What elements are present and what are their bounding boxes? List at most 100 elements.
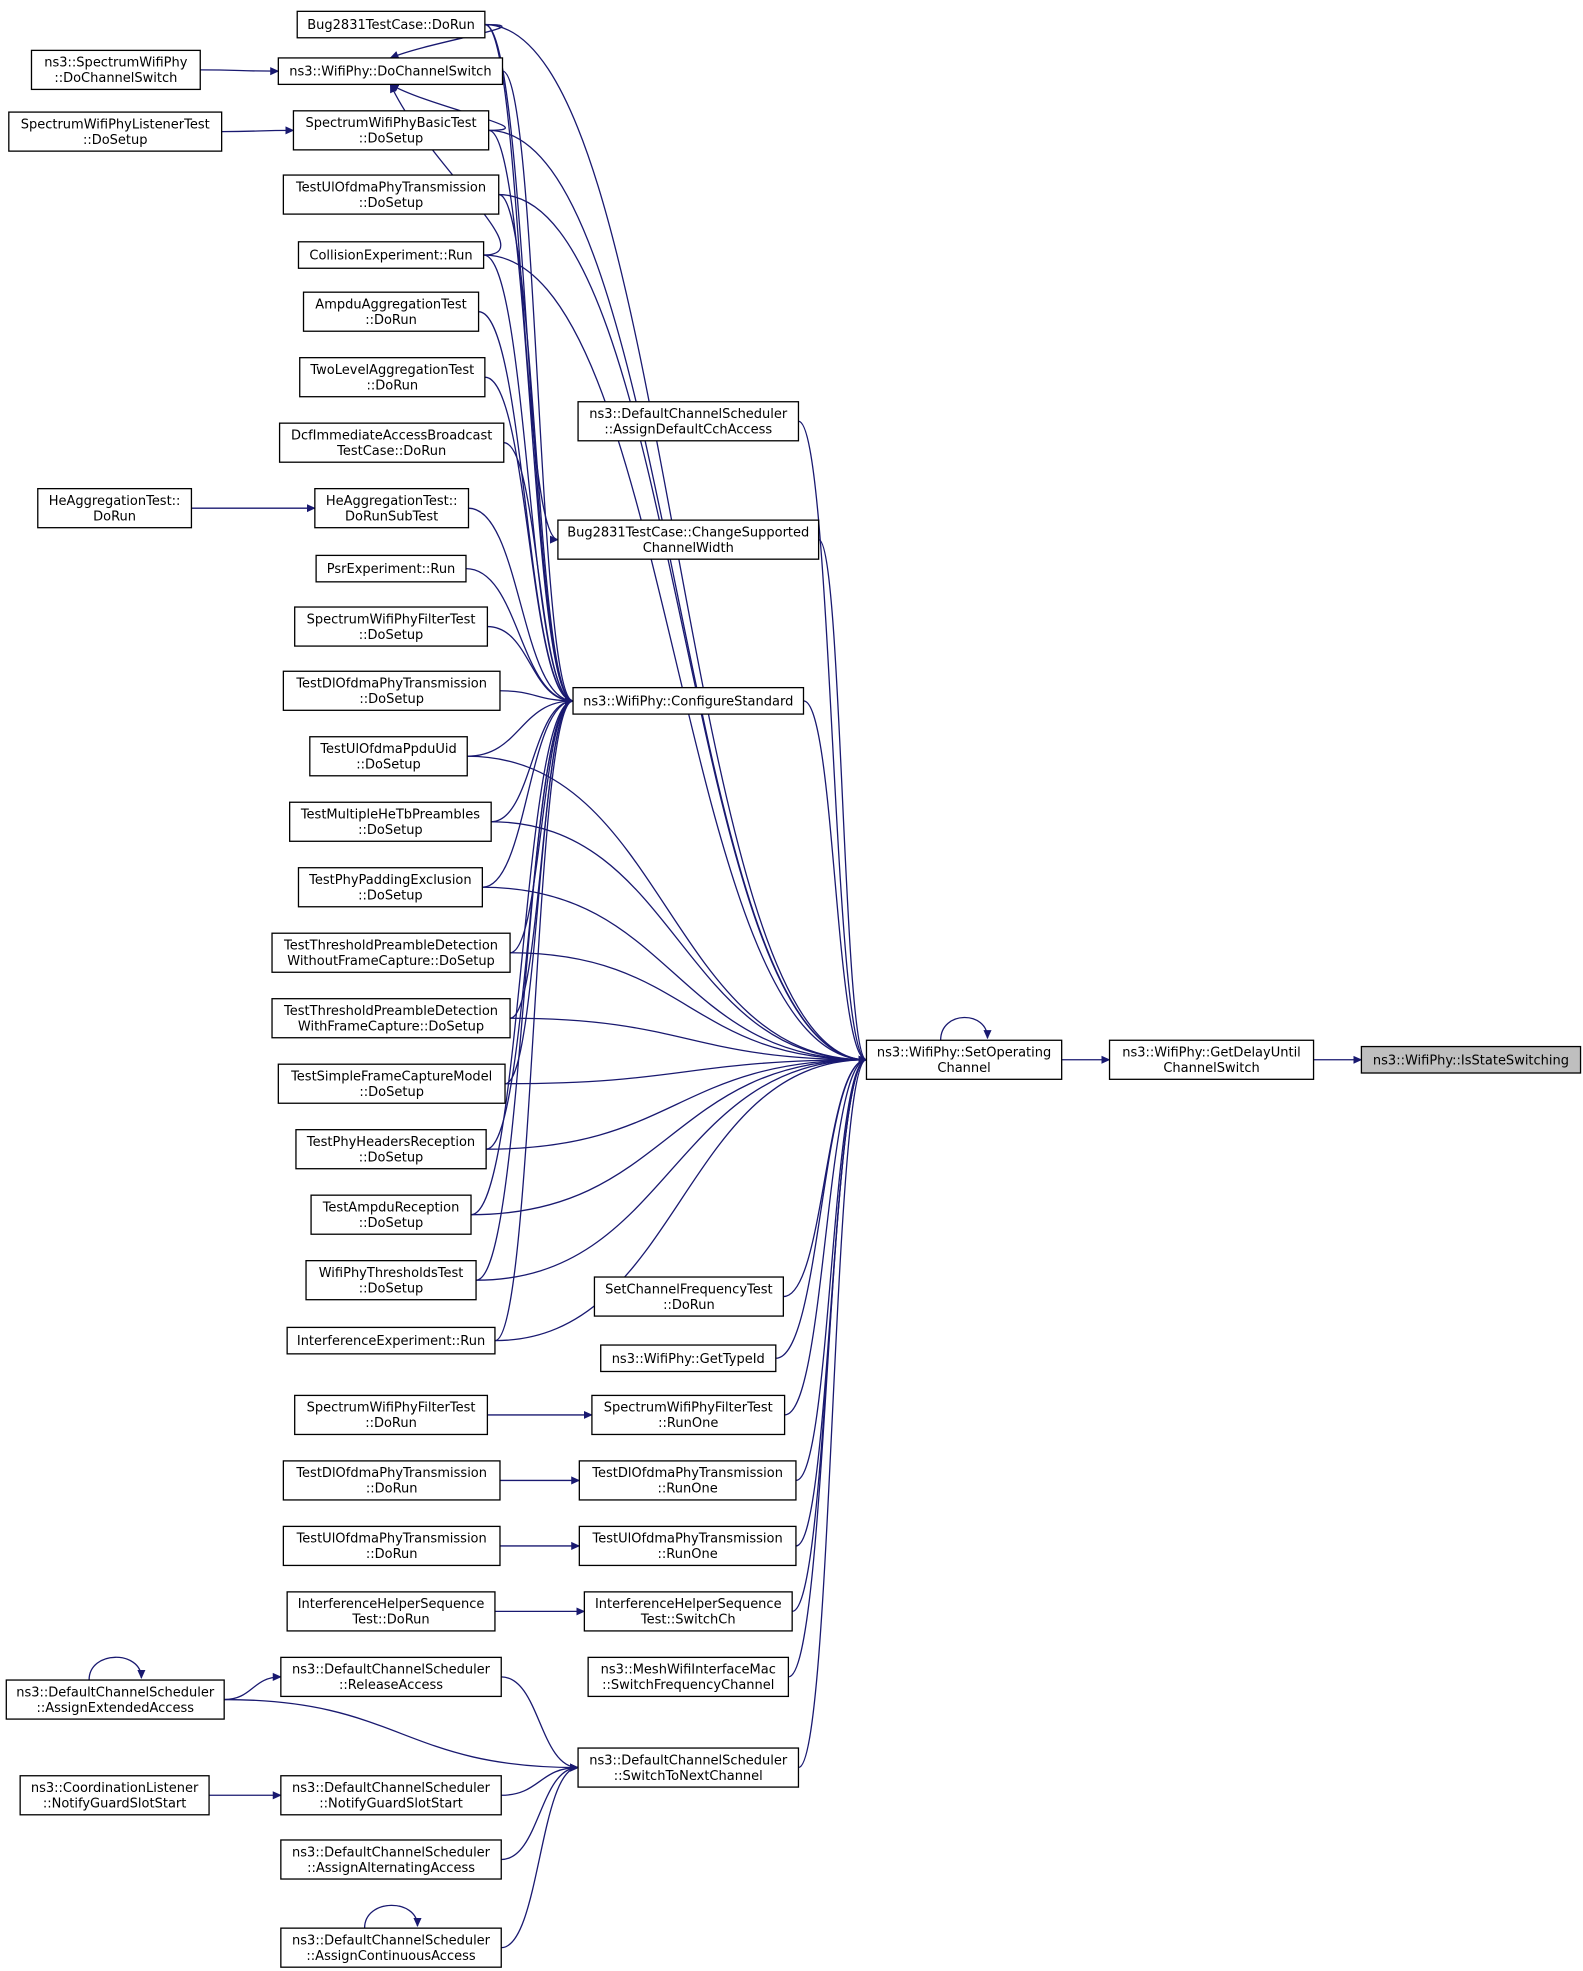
call-edge-32 [483,254,574,705]
call-edge-23 [795,1055,868,1482]
graph-node-bugchange[interactable]: Bug2831TestCase::ChangeSupportedChannelW… [557,519,820,560]
node-box [8,111,223,152]
edge-line [468,507,574,705]
graph-node-notifyguard[interactable]: ns3::DefaultChannelScheduler::NotifyGuar… [280,1775,502,1816]
graph-node-dlofdmtx-runone[interactable]: TestDlOfdmaPhyTransmission::RunOne [578,1460,797,1501]
graph-node-specfilter-dorun[interactable]: SpectrumWifiPhyFilterTest::DoRun [294,1394,489,1436]
node-label: ChannelWidth [643,541,734,556]
graph-node-interfexp[interactable]: InterferenceExperiment::Run [286,1326,496,1355]
call-edge-63 [224,1698,579,1772]
node-label: TestDlOfdmaPhyTransmission [295,1466,487,1481]
graph-node-specbasic[interactable]: SpectrumWifiPhyBasicTest::DoSetup [292,110,490,151]
node-box [278,422,505,463]
graph-node-collision[interactable]: CollisionExperiment::Run [297,241,485,269]
call-edge-18 [476,1055,868,1281]
call-edge-38 [487,625,574,705]
call-edge-10 [467,755,868,1064]
graph-node-assignext[interactable]: ns3::DefaultChannelScheduler::AssignExte… [5,1679,225,1720]
node-label: TestMultipleHeTbPreambles [300,808,480,823]
graph-node-simplefc[interactable]: TestSimpleFrameCaptureModel::DoSetup [277,1063,506,1104]
node-label: TestDlOfdmaPhyTransmission [591,1466,783,1481]
graph-node-gettypeid[interactable]: ns3::WifiPhy::GetTypeId [600,1344,777,1373]
graph-node-heaggsub[interactable]: HeAggregationTest::DoRunSubTest [314,487,470,529]
graph-node-specfilter-setup[interactable]: SpectrumWifiPhyFilterTest::DoSetup [294,606,489,647]
node-box [310,1194,472,1235]
node-label: TestUlOfdmaPhyTransmission [592,1532,783,1547]
edge-line [488,129,574,705]
graph-node-psr[interactable]: PsrExperiment::Run [315,554,467,583]
node-box [305,1260,477,1301]
node-label: SpectrumWifiPhyFilterTest [307,612,476,627]
graph-node-thrwith[interactable]: TestThresholdPreambleDetectionWithFrameC… [271,998,511,1039]
node-box [280,1927,502,1968]
node-box [277,57,504,86]
graph-node-thresholds[interactable]: WifiPhyThresholdsTest::DoSetup [305,1260,477,1301]
node-label: ns3::DefaultChannelScheduler [292,1781,491,1796]
node-label: Bug2831TestCase::DoRun [307,18,475,33]
edge-line [200,67,280,76]
edge-line [483,254,868,1064]
graph-node-phyheaders[interactable]: TestPhyHeadersReception::DoSetup [295,1129,487,1170]
edge-line [471,1055,868,1216]
call-edge-62 [501,1676,579,1772]
graph-node-ampdurx[interactable]: TestAmpduReception::DoSetup [310,1194,472,1235]
graph-node-meshswitch[interactable]: ns3::MeshWifiInterfaceMac::SwitchFrequen… [587,1656,790,1698]
graph-node-ulofdmtx-setup[interactable]: TestUlOfdmaPhyTransmission::DoSetup [282,174,500,215]
graph-node-padding[interactable]: TestPhyPaddingExclusion::DoSetup [297,867,484,908]
edge-line [798,420,868,1064]
graph-node-speclistener[interactable]: SpectrumWifiPhyListenerTest::DoSetup [8,111,223,152]
graph-node-ulofdmtx-dorun[interactable]: TestUlOfdmaPhyTransmission::DoRun [282,1525,501,1567]
graph-node-specdochsw[interactable]: ns3::SpectrumWifiPhy::DoChannelSwitch [30,49,201,91]
graph-node-multihetb[interactable]: TestMultipleHeTbPreambles::DoSetup [289,801,492,842]
graph-node-thrwithout[interactable]: TestThresholdPreambleDetectionWithoutFra… [271,932,511,973]
node-label: ::DoRun [663,1298,715,1313]
graph-node-assignalt[interactable]: ns3::DefaultChannelScheduler::AssignAlte… [280,1839,502,1880]
node-label: Bug2831TestCase::ChangeSupported [567,525,809,540]
graph-node-dlofdmtx-dorun[interactable]: TestDlOfdmaPhyTransmission::DoRun [282,1460,501,1501]
graph-node-releaseacc[interactable]: ns3::DefaultChannelScheduler::ReleaseAcc… [280,1656,502,1698]
edge-line [470,696,574,1216]
graph-node-twolevel[interactable]: TwoLevelAggregationTest::DoRun [299,357,486,398]
node-label: ::DoSetup [359,132,424,147]
graph-node-ulofdmtx-runone[interactable]: TestUlOfdmaPhyTransmission::RunOne [578,1525,797,1567]
graph-node-dlofdmtx-setup[interactable]: TestDlOfdmaPhyTransmission::DoSetup [282,670,501,711]
graph-node-defcch[interactable]: ns3::DefaultChannelScheduler::AssignDefa… [577,401,800,442]
graph-node-setchfreq[interactable]: SetChannelFrequencyTest::DoRun [593,1276,784,1317]
graph-node-switchnext[interactable]: ns3::DefaultChannelScheduler::SwitchToNe… [577,1747,800,1788]
node-label: HeAggregationTest:: [49,494,181,509]
node-label: TestThresholdPreambleDetection [283,1004,498,1019]
node-box [280,1656,502,1698]
call-edge-2 [939,1016,992,1041]
node-box [294,1394,489,1436]
node-box [314,487,470,529]
node-box [271,998,511,1039]
call-edge-47 [470,696,574,1216]
node-label: ::ReleaseAccess [339,1678,443,1693]
node-label: Test::DoRun [351,1613,429,1628]
node-label: ::DoSetup [356,758,421,773]
node-label: WifiPhyThresholdsTest [319,1266,464,1281]
graph-node-coordlist[interactable]: ns3::CoordinationListener::NotifyGuardSl… [19,1775,210,1816]
graph-node-assigncont[interactable]: ns3::DefaultChannelScheduler::AssignCont… [280,1927,502,1968]
graph-node-dcfimm[interactable]: DcfImmediateAccessBroadcastTestCase::DoR… [278,422,505,463]
graph-node-ulppdu[interactable]: TestUlOfdmaPpduUid::DoSetup [309,736,468,777]
graph-node-wifidochsw[interactable]: ns3::WifiPhy::DoChannelSwitch [277,57,504,86]
call-edge-35 [503,442,574,705]
node-label: SetChannelFrequencyTest [605,1282,772,1297]
graph-node-configstd[interactable]: ns3::WifiPhy::ConfigureStandard [572,686,805,715]
graph-node-bugdorun[interactable]: Bug2831TestCase::DoRun [296,10,486,39]
node-box [315,554,467,583]
graph-node-ampduagg[interactable]: AmpduAggregationTest::DoRun [302,291,480,332]
graph-node-specfilter-runone[interactable]: SpectrumWifiPhyFilterTest::RunOne [591,1394,786,1436]
node-label: DcfImmediateAccessBroadcast [291,428,492,443]
node-box [1108,1039,1315,1080]
node-label: TestPhyHeadersReception [306,1135,475,1150]
graph-node-isstatesw[interactable]: ns3::WifiPhy::IsStateSwitching [1360,1045,1582,1074]
node-box [572,686,805,715]
graph-node-heagg[interactable]: HeAggregationTest::DoRun [37,487,193,529]
